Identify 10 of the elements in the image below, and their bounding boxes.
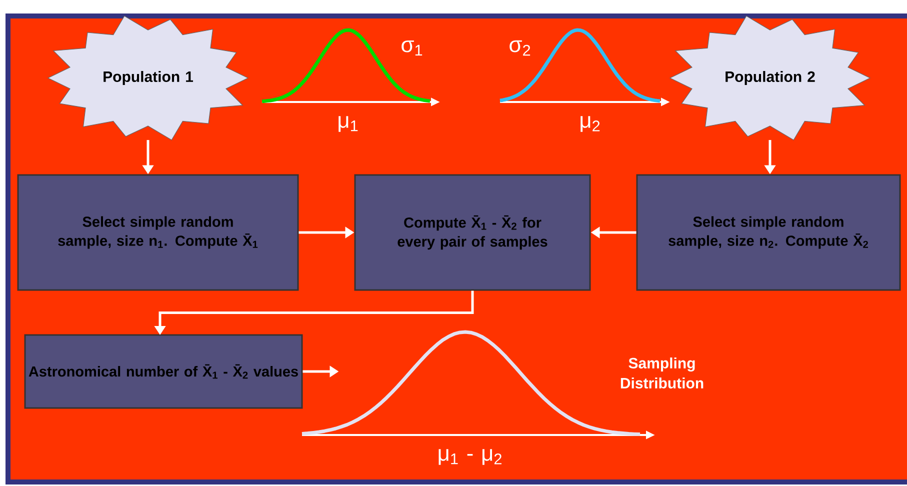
curve-label: Sampling Distribution <box>620 357 704 388</box>
process-box: Select simple random sample, size n$_{2}$. Compute X̄$_{2}$ <box>636 174 901 291</box>
greek-symbol-label: σ$_{2}$ <box>510 40 530 56</box>
process-box: Astronomical number of X̄$_{1}$ - X̄$_{2}$ values <box>24 334 303 409</box>
process-box: Compute X̄$_{1}$ - X̄$_{2}$ for every pair of samples <box>354 174 591 291</box>
greek-symbol-label: μ$_{2}$ <box>580 116 600 132</box>
greek-symbol-label: μ$_{1}$ <box>338 116 358 132</box>
greek-symbol-label: σ$_{1}$ <box>402 40 422 56</box>
process-box: Select simple random sample, size n$_{1}$. Compute X̄$_{1}$ <box>17 174 299 291</box>
greek-symbol-label: μ$_{1}$ - μ$_{2}$ <box>438 449 502 465</box>
